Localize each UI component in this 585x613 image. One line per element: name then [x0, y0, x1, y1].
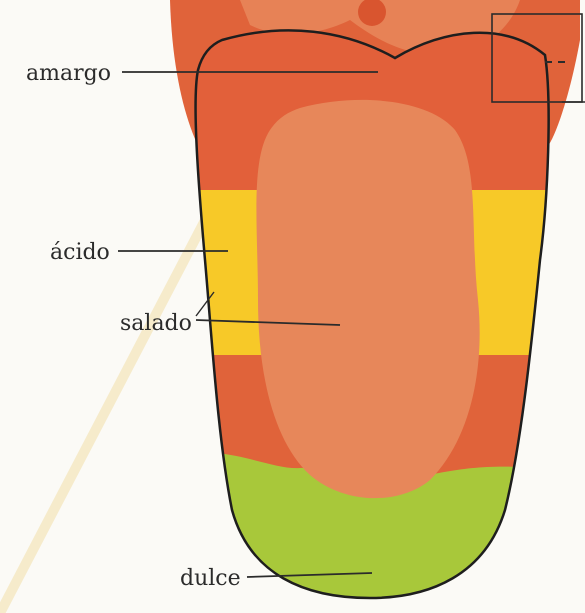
sour-zone-right	[470, 190, 560, 360]
label-dulce: dulce	[180, 566, 241, 591]
salty-zone	[256, 100, 479, 498]
label-acido: ácido	[50, 240, 110, 265]
label-salado: salado	[120, 311, 192, 336]
label-amargo: amargo	[26, 61, 111, 86]
